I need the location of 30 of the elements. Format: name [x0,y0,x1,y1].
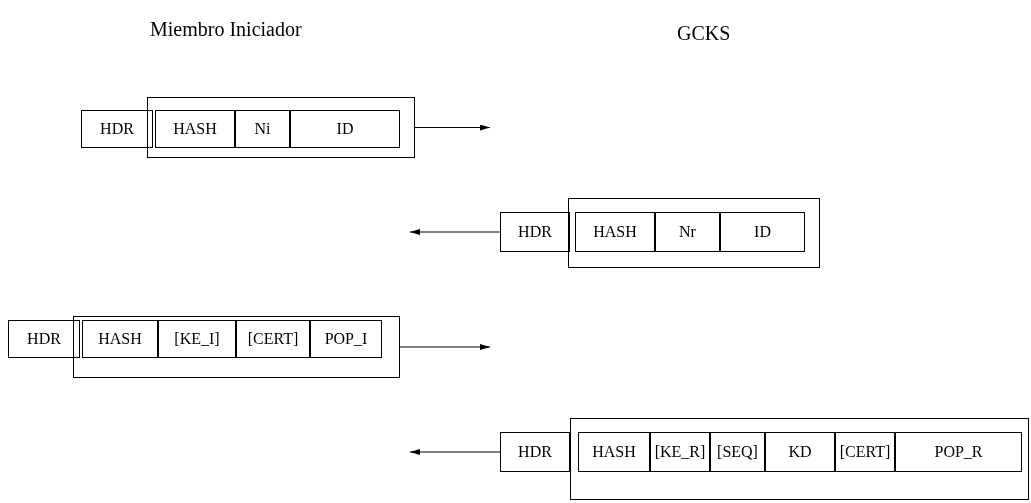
field-cell: ID [290,110,400,148]
field-cell: POP_R [895,432,1022,472]
envelope-box [568,198,820,268]
field-cell: HDR [500,432,570,472]
field-cell: HASH [575,212,655,252]
envelope-box [570,418,1029,500]
envelope-box [147,97,415,158]
field-cell: Nr [655,212,720,252]
field-cell: HASH [578,432,650,472]
field-cell: [CERT] [236,320,310,358]
field-cell: [CERT] [835,432,895,472]
field-cell: Ni [235,110,290,148]
field-cell: HDR [500,212,570,252]
arrow [414,124,491,131]
arrow [409,449,501,455]
field-cell: [SEQ] [710,432,765,472]
arrow [399,344,491,350]
arrow [409,229,501,235]
field-cell: POP_I [310,320,382,358]
field-cell: [KE_R] [650,432,710,472]
field-cell: [KE_I] [158,320,236,358]
field-cell: ID [720,212,805,252]
field-cell: KD [765,432,835,472]
column-heading: Miembro Iniciador [150,18,302,41]
envelope-box [73,316,400,378]
field-cell: HDR [8,320,80,358]
field-cell: HASH [155,110,235,148]
field-cell: HDR [81,110,153,148]
field-cell: HASH [82,320,158,358]
column-heading: GCKS [677,22,731,45]
